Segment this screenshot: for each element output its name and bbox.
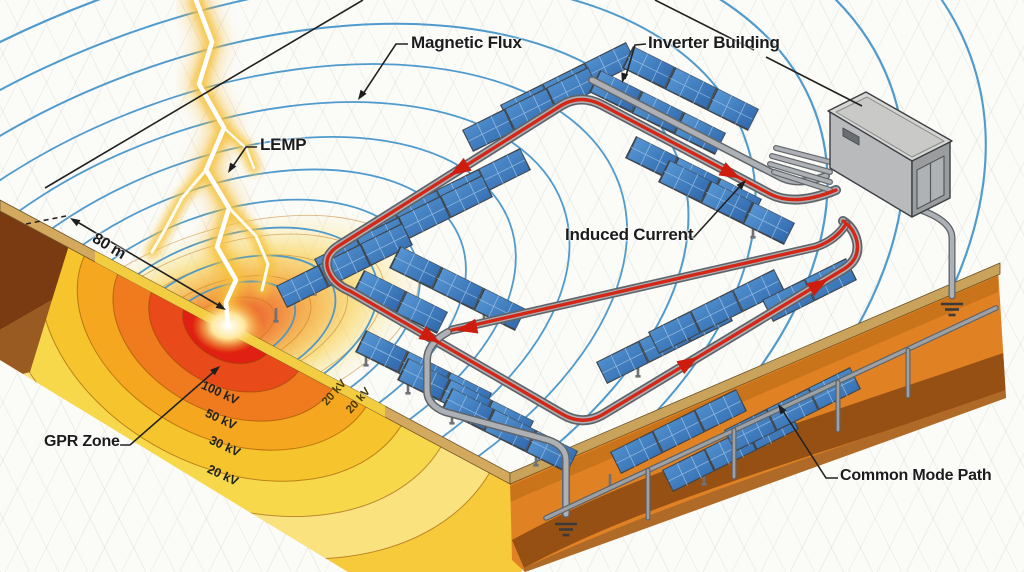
label-induced-current: Induced Current bbox=[565, 225, 694, 244]
induced-current-loop bbox=[321, 76, 956, 518]
label-magnetic-flux: Magnetic Flux bbox=[411, 33, 522, 52]
label-common-mode-path: Common Mode Path bbox=[840, 467, 992, 484]
common-mode-conductor bbox=[543, 305, 999, 521]
inverter-leader-upper bbox=[654, 0, 755, 51]
distance-arrow bbox=[73, 219, 224, 309]
panel-row bbox=[588, 45, 796, 246]
vent-grille bbox=[842, 127, 860, 146]
inverter-leader-lower bbox=[765, 56, 863, 107]
inverter-building bbox=[827, 91, 953, 218]
leader-lines bbox=[25, 0, 863, 479]
label-lemp: LEMP bbox=[260, 135, 307, 154]
lightning-bolt bbox=[145, 0, 275, 353]
label-inverter-building: Inverter Building bbox=[648, 33, 780, 52]
soil-layer-brown bbox=[0, 300, 52, 380]
distance-dashed-line bbox=[25, 215, 67, 225]
label-gpr-zone: GPR Zone bbox=[44, 433, 120, 450]
diagonal-reference-line bbox=[44, 0, 364, 189]
building-ground-wire bbox=[911, 204, 956, 300]
